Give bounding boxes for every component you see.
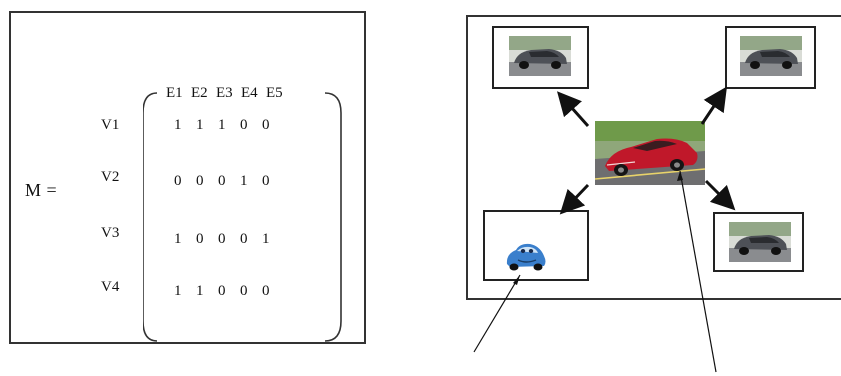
cell: 0: [174, 173, 182, 189]
cell: 0: [218, 283, 226, 299]
silver-car-image: [509, 36, 571, 76]
silver-car-image: [740, 36, 802, 76]
cell: 0: [240, 231, 248, 247]
cell: 0: [196, 231, 204, 247]
cell: 0: [240, 283, 248, 299]
col-header: E1: [166, 85, 183, 101]
cell: 1: [196, 117, 204, 133]
cell: 1: [196, 283, 204, 299]
red-sedan-image: [595, 121, 705, 185]
col-header: E2: [191, 85, 208, 101]
cell: 0: [262, 173, 270, 189]
cell: 0: [218, 173, 226, 189]
cell: 1: [174, 283, 182, 299]
cell: 0: [240, 117, 248, 133]
cell: 1: [240, 173, 248, 189]
cell: 1: [218, 117, 226, 133]
col-header: E3: [216, 85, 233, 101]
col-header: E5: [266, 85, 283, 101]
row-label: V1: [101, 117, 120, 133]
cell: 0: [218, 231, 226, 247]
row-label: V4: [101, 279, 120, 295]
col-header: E4: [241, 85, 258, 101]
blue-cartoon-car-image: [506, 243, 546, 271]
cell: 0: [262, 117, 270, 133]
cell: 1: [262, 231, 270, 247]
cell: 0: [262, 283, 270, 299]
cell: 1: [174, 231, 182, 247]
cell: 0: [196, 173, 204, 189]
row-label: V2: [101, 169, 120, 185]
row-label: V3: [101, 225, 120, 241]
cell: 1: [174, 117, 182, 133]
matrix-column-headers: E1 E2 E3 E4 E5: [166, 85, 291, 102]
silver-car-image: [729, 222, 791, 262]
matrix-symbol: M =: [25, 180, 58, 200]
